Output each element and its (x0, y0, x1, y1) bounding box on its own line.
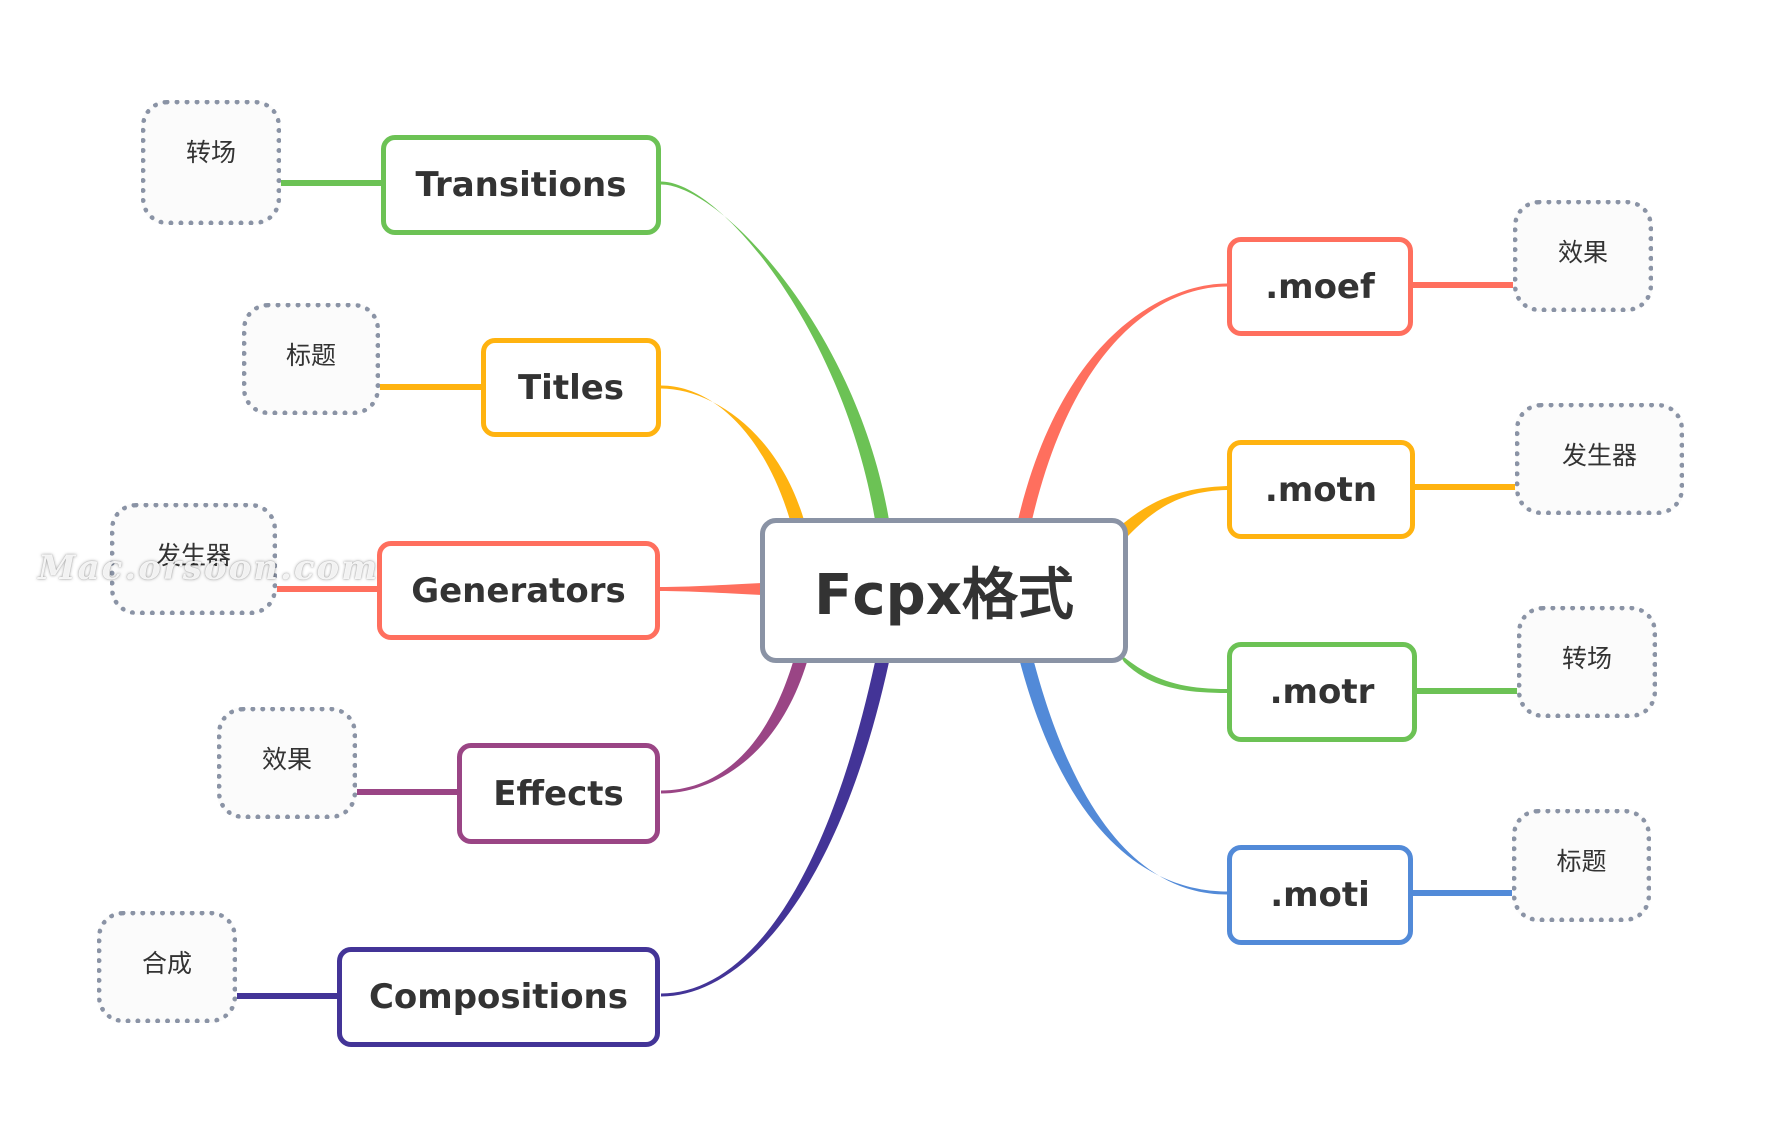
subtopic-label: 转场 (185, 138, 236, 167)
topic-moef[interactable]: .moef (1227, 237, 1413, 336)
branch-compositions (661, 662, 889, 997)
subtopic-transitions-cn[interactable]: 转场 (141, 100, 281, 225)
branch-motn (1118, 486, 1227, 536)
branch-titles (661, 385, 804, 520)
topic-motr[interactable]: .motr (1227, 642, 1417, 742)
watermark: Mac.orsoon.com (38, 548, 380, 588)
subtopic-label: 发生器 (155, 541, 231, 570)
branch-moef (1018, 283, 1227, 520)
topic-label: Transitions (415, 165, 627, 205)
topic-moti[interactable]: .moti (1227, 845, 1413, 945)
subtopic-generators-cn[interactable]: 发生器 (110, 503, 277, 615)
subtopic-moti-cn[interactable]: 标题 (1512, 809, 1651, 922)
topic-transitions[interactable]: Transitions (381, 135, 661, 235)
topic-compositions[interactable]: Compositions (337, 947, 660, 1047)
subtopic-label: 标题 (1556, 847, 1607, 876)
topic-label: Titles (517, 367, 625, 408)
subtopic-label: 标题 (285, 341, 336, 370)
central-topic[interactable]: Fcpx格式 (760, 518, 1128, 663)
topic-label: .moti (1270, 875, 1370, 915)
topic-effects[interactable]: Effects (457, 743, 660, 844)
branch-effects (661, 662, 807, 794)
topic-titles[interactable]: Titles (481, 338, 661, 437)
topic-label: .motr (1269, 672, 1375, 712)
subtopic-compositions-cn[interactable]: 合成 (97, 911, 237, 1023)
topic-motn[interactable]: .motn (1227, 440, 1415, 539)
topic-label: .moef (1265, 266, 1375, 307)
subtopic-titles-cn[interactable]: 标题 (242, 303, 380, 415)
subtopic-moef-cn[interactable]: 效果 (1513, 200, 1653, 312)
branch-generators (660, 583, 762, 595)
subtopic-effects-cn[interactable]: 效果 (217, 707, 357, 819)
subtopic-label: 发生器 (1561, 441, 1637, 470)
central-topic-label: Fcpx格式 (814, 563, 1074, 628)
branch-motr (1118, 652, 1227, 693)
subtopic-motr-cn[interactable]: 转场 (1517, 606, 1657, 718)
subtopic-label: 合成 (141, 949, 192, 978)
topic-label: .motn (1264, 469, 1378, 510)
topic-label: Effects (493, 773, 624, 814)
subtopic-label: 效果 (1557, 238, 1608, 267)
subtopic-motn-cn[interactable]: 发生器 (1515, 403, 1684, 515)
topic-label: Generators (411, 570, 626, 611)
branch-moti (1020, 662, 1227, 895)
topic-generators[interactable]: Generators (377, 541, 660, 640)
subtopic-label: 转场 (1561, 644, 1612, 673)
subtopic-label: 效果 (261, 745, 312, 774)
topic-label: Compositions (368, 977, 629, 1017)
